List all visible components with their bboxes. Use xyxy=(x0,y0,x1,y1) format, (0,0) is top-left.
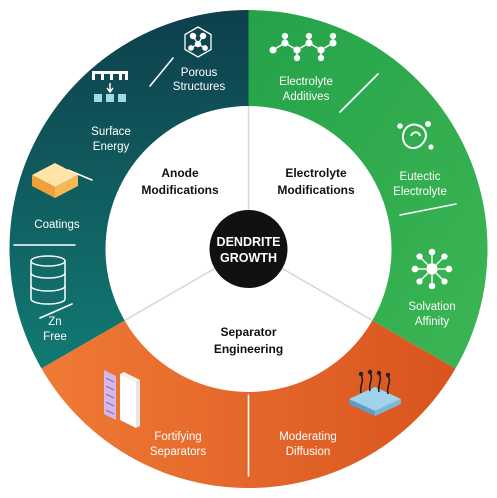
molecule-chain-icon xyxy=(269,32,337,62)
electrolyte-category-line1: Electrolyte xyxy=(285,166,347,180)
znfree-label-line1: Zn xyxy=(48,316,61,328)
solvation-shell-icon xyxy=(411,248,453,290)
porous-structure-icon xyxy=(184,26,212,58)
znfree-label-line2: Free xyxy=(43,331,67,343)
coatings-label: Coatings xyxy=(34,219,80,231)
center-label-line1: DENDRITE xyxy=(217,235,281,249)
additives-label-line1: Electrolyte xyxy=(279,76,333,88)
anode-category-line2: Modifications xyxy=(141,183,219,197)
separators-label-line1: Fortifying xyxy=(154,431,201,443)
additives-label-line2: Additives xyxy=(283,91,330,103)
ion-layer-icon xyxy=(349,369,401,416)
surface-label-line2: Energy xyxy=(93,141,130,153)
porous-label-line1: Porous xyxy=(181,67,218,79)
diffusion-label-line2: Diffusion xyxy=(286,446,331,458)
center-circle xyxy=(209,210,288,288)
surface-pattern-icon xyxy=(92,71,128,102)
cylinder-stack-icon xyxy=(30,255,66,305)
solvation-label-line1: Solvation xyxy=(408,301,455,313)
porous-label-line2: Structures xyxy=(173,81,226,93)
electrolyte-category-line2: Modifications xyxy=(277,183,355,197)
liquid-splash-icon xyxy=(397,121,434,150)
separators-label-line2: Separators xyxy=(150,446,207,458)
separator-category-line2: Engineering xyxy=(214,342,283,356)
center-label-line2: GROWTH xyxy=(220,251,277,265)
separator-category-line1: Separator xyxy=(220,325,276,339)
solvation-label-line2: Affinity xyxy=(415,316,450,328)
coated-block-icon xyxy=(32,163,78,198)
eutectic-label-line1: Eutectic xyxy=(400,171,441,183)
anode-category-line1: Anode xyxy=(161,166,199,180)
ring-separators xyxy=(13,57,457,477)
eutectic-label-line2: Electrolyte xyxy=(393,186,447,198)
surface-label-line1: Surface xyxy=(91,126,131,138)
diffusion-label-line1: Moderating xyxy=(279,431,337,443)
separator-sheet-icon xyxy=(104,370,140,428)
